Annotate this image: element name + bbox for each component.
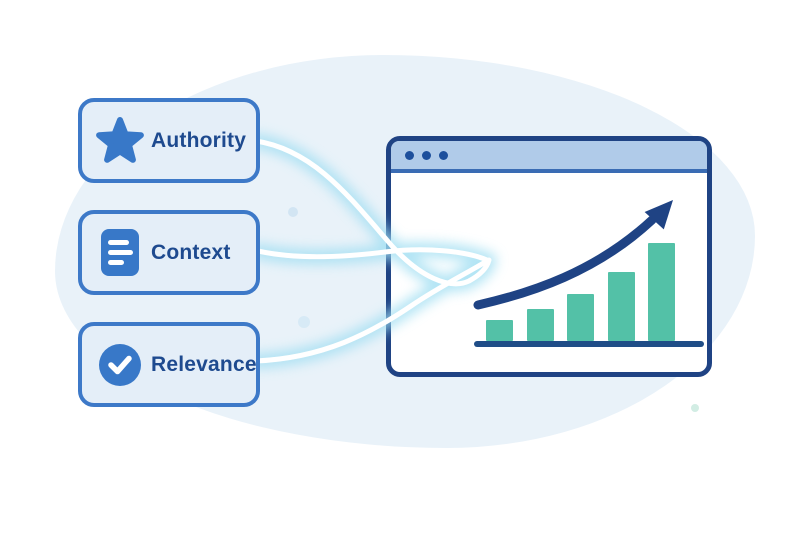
chart-bar [607,272,635,341]
decor-dot [298,316,310,328]
chart-x-axis [474,341,704,347]
card-context: Context [78,210,260,295]
trend-arrow [473,200,673,310]
trend-arrow-line [473,215,657,310]
document-icon [96,229,144,277]
chart-bar [648,243,675,341]
card-label: Authority [151,128,247,152]
trend-arrow-head [644,200,673,230]
card-authority: Authority [78,98,260,183]
bar-group [486,243,675,341]
card-label: Context [151,240,231,264]
decor-dot [288,207,298,217]
card-relevance: Relevance [78,322,260,407]
chart-bar [526,309,554,341]
browser-window [386,136,712,377]
decor-dot [691,404,699,412]
chart-bar [567,294,594,341]
check-circle-icon [96,341,144,389]
card-label: Relevance [151,352,257,376]
star-icon [96,116,144,165]
